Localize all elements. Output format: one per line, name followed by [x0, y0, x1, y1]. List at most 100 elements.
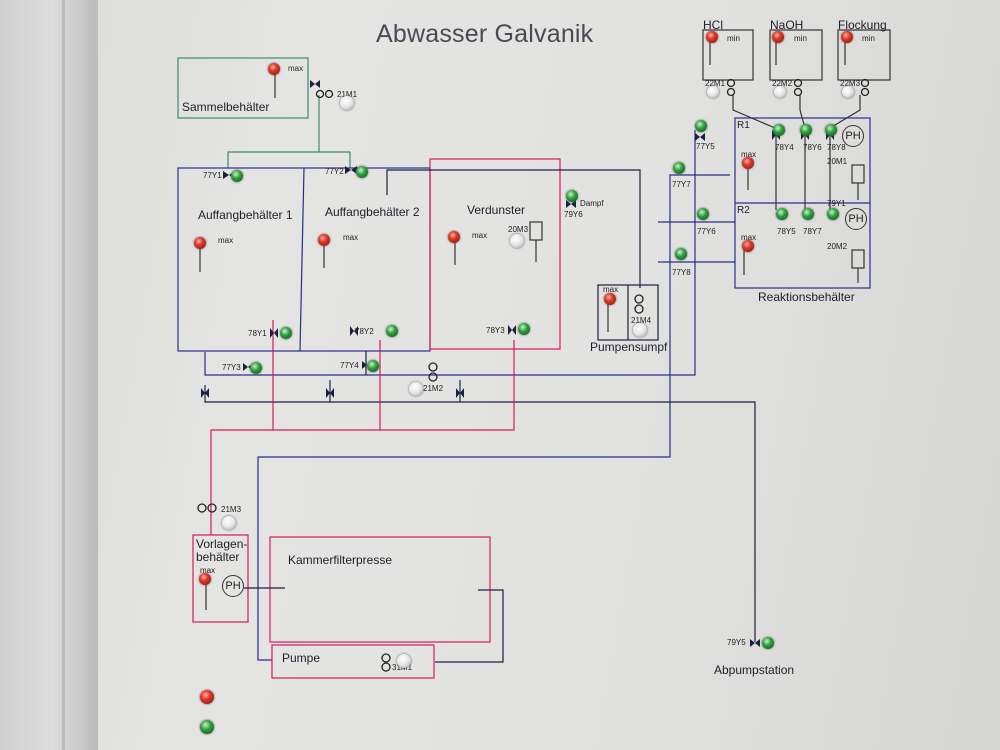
min-label-hcl: min	[727, 34, 740, 43]
lamp-77y1[interactable]	[231, 170, 243, 182]
vorlagen-label-2: behälter	[196, 550, 240, 564]
dampf-label: Dampf	[580, 199, 604, 208]
lamp-pumpensumpf-max	[604, 293, 616, 305]
tag-22m2: 22M2	[772, 79, 793, 88]
pumpe-label: Pumpe	[282, 651, 321, 665]
reaktion-label: Reaktionsbehälter	[758, 290, 855, 304]
valve-sammel	[310, 80, 320, 88]
tag-77y4: 77Y4	[340, 361, 359, 370]
max-label-verdunster: max	[472, 231, 488, 240]
max-label-pumpensumpf: max	[603, 285, 619, 294]
lamp-verdunster-max	[448, 231, 460, 243]
lamp-77y2[interactable]	[356, 166, 368, 178]
lamp-auffang2-max	[318, 234, 330, 246]
lamp-78y1[interactable]	[280, 327, 292, 339]
lamp-78y7[interactable]	[802, 208, 814, 220]
pipe-blue-drain	[257, 342, 671, 661]
ph-sensor-r2: PH	[845, 208, 867, 230]
lamp-31m1[interactable]	[397, 654, 411, 668]
tag-79y6: 79Y6	[564, 210, 583, 219]
vorlagen-label-1: Vorlagen-	[196, 537, 248, 551]
lamp-78y3[interactable]	[518, 323, 530, 335]
lamp-78y5[interactable]	[776, 208, 788, 220]
ph-sensor-r1: PH	[842, 125, 864, 147]
max-label-r1: max	[741, 150, 757, 159]
pumpensumpf-label: Pumpensumpf	[590, 340, 668, 354]
tag-79y5: 79Y5	[727, 638, 746, 647]
tag-77y3: 77Y3	[222, 363, 241, 372]
lamp-77y6[interactable]	[697, 208, 709, 220]
pipe-red-sludge	[272, 320, 515, 431]
flockung-label: Flockung	[838, 18, 887, 32]
lamp-77y8[interactable]	[675, 248, 687, 260]
lamp-77y5[interactable]	[695, 120, 707, 132]
lamp-20m3[interactable]	[510, 234, 524, 248]
tag-22m3: 22M3	[840, 79, 861, 88]
sammel-label: Sammelbehälter	[182, 100, 270, 114]
lamp-21m3[interactable]	[222, 516, 236, 530]
tag-78y7: 78Y7	[803, 227, 822, 236]
pipe-green-main	[227, 95, 320, 168]
tag-79y1: 79Y1	[827, 199, 846, 208]
valve-79y5	[750, 639, 760, 647]
max-label-r2: max	[741, 233, 757, 242]
tag-22m1: 22M1	[705, 79, 726, 88]
max-label-sammel: max	[288, 64, 304, 73]
tag-77y2: 77Y2	[325, 167, 344, 176]
panel-frame-slot	[62, 0, 65, 750]
lamp-22m3[interactable]	[842, 86, 854, 98]
tag-21m4: 21M4	[631, 316, 652, 325]
lamp-78y6[interactable]	[800, 124, 812, 136]
valve-78y1	[270, 328, 278, 338]
lamp-77y7[interactable]	[673, 162, 685, 174]
tag-77y6: 77Y6	[697, 227, 716, 236]
valve-79y6	[566, 200, 576, 208]
lamp-77y4[interactable]	[367, 360, 379, 372]
lamp-22m1[interactable]	[707, 86, 719, 98]
r2-label: R2	[737, 205, 750, 216]
pipe-green-branch	[319, 151, 351, 168]
lamp-hcl-min	[706, 31, 718, 43]
panel-frame-left	[0, 0, 98, 750]
lamp-21m2[interactable]	[409, 382, 423, 396]
valve-77y2	[345, 166, 357, 174]
hcl-tank-outline	[702, 29, 754, 81]
lamp-naoh-min	[772, 31, 784, 43]
lamp-r2-max	[742, 240, 754, 252]
lamp-78y2[interactable]	[386, 325, 398, 337]
lamp-flockung-min	[841, 31, 853, 43]
lamp-panel-green	[200, 720, 214, 734]
tag-77y7: 77Y7	[672, 180, 691, 189]
lamp-77y3[interactable]	[250, 362, 262, 374]
tag-78y6: 78Y6	[803, 143, 822, 152]
filterpresse-label: Kammerfilterpresse	[288, 553, 393, 567]
valve-78y3	[508, 325, 516, 335]
max-label-auffang2: max	[343, 233, 359, 242]
tag-77y1: 77Y1	[203, 171, 222, 180]
tag-78y5: 78Y5	[777, 227, 796, 236]
hcl-label: HCl	[703, 18, 723, 32]
valve-78y2	[350, 326, 358, 336]
lamp-22m2[interactable]	[774, 86, 786, 98]
tag-78y3: 78Y3	[486, 326, 505, 335]
lamp-panel-red	[200, 690, 214, 704]
tag-77y8: 77Y8	[672, 268, 691, 277]
lamp-78y4[interactable]	[773, 124, 785, 136]
ph-sensor-vorlagen: PH	[222, 575, 244, 597]
lamp-79y6[interactable]	[566, 190, 578, 202]
r1-label: R1	[737, 120, 750, 131]
lamp-78y8[interactable]	[825, 124, 837, 136]
lamp-21m4[interactable]	[633, 323, 647, 337]
auffang2-label: Auffangbehälter 2	[325, 205, 420, 219]
tag-20m2: 20M2	[827, 242, 848, 251]
tag-78y8: 78Y8	[827, 143, 846, 152]
pumpe-outline	[271, 644, 435, 679]
lamp-21m1[interactable]	[340, 96, 354, 110]
lamp-79y5[interactable]	[762, 637, 774, 649]
verdunster-label: Verdunster	[467, 203, 526, 217]
lamp-vorlagen-max	[199, 573, 211, 585]
panel-title: Abwasser Galvanik	[376, 20, 594, 48]
pipe-blue-return	[204, 130, 696, 376]
tag-78y4: 78Y4	[775, 143, 794, 152]
lamp-79y1[interactable]	[827, 208, 839, 220]
